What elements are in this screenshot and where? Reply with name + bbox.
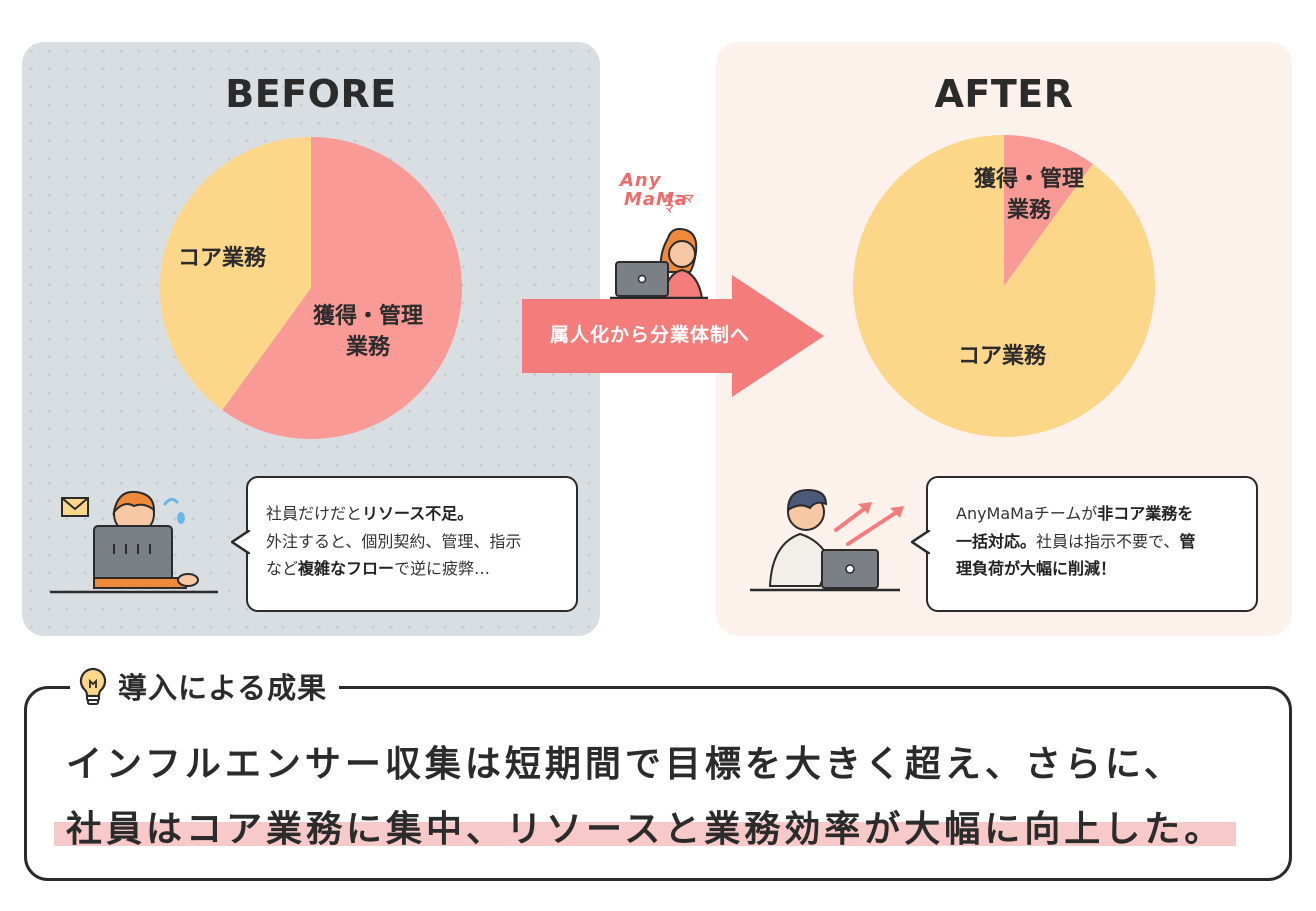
logo-any-text: Any (620, 170, 662, 191)
after-pie-slice-1 (853, 135, 1155, 437)
lightbulb-icon (79, 667, 107, 705)
result-heading: 導入による成果 (70, 664, 340, 708)
before-pie-label-acquisition: 獲得・管理業務 (313, 302, 423, 364)
transition-arrow (522, 275, 824, 397)
after-pie-label-acquisition: 獲得・管理業務 (974, 165, 1084, 227)
before-bubble-text: で逆に疲弊… (394, 559, 491, 579)
after-pie-chart (853, 135, 1155, 437)
before-pie-label-acquisition-text: 獲得・管理業務 (313, 304, 424, 360)
before-speech-bubble: 社員だけだとリソース不足。 外注すると、個別契約、管理、指示 など複雑なフローで… (231, 476, 578, 612)
result-box (24, 686, 1292, 881)
before-pie-slice-0 (222, 137, 462, 439)
result-line-1: インフルエンサー収集は短期間で目標を大きく超え、さらに、 (66, 744, 1184, 785)
before-pie-chart (160, 137, 462, 439)
before-bubble-bold: リソース不足。 (362, 504, 474, 523)
result-highlight-marker (54, 822, 1236, 846)
after-pie-label-acquisition-text: 獲得・管理業務 (974, 167, 1085, 223)
bubble-tail-icon (911, 530, 930, 554)
before-bubble-bold: 複雑なフロー (298, 559, 395, 579)
relaxed-worker-illustration (750, 488, 904, 592)
result-heading-text: 導入による成果 (118, 671, 328, 705)
before-bubble-text: など (266, 559, 299, 579)
after-pie-label-core: コア業務 (958, 344, 1047, 369)
after-pie-slice-0 (1004, 135, 1093, 286)
bubble-tail-icon (231, 530, 250, 554)
before-bubble-text: 外注すると、個別契約、管理、指示 (266, 531, 522, 551)
before-pie-slice-1 (160, 137, 311, 411)
after-bubble-bold: 非コア業務を (1097, 504, 1194, 523)
after-speech-bubble: AnyMaMaチームが非コア業務を 一括対応。社員は指示不要で、管 理負荷が大幅… (911, 476, 1258, 612)
after-bubble-bold: 管 (1179, 531, 1196, 551)
anymama-logo: Any MaMa エニママ (620, 172, 700, 228)
after-bubble-text: AnyMaMaチームが (956, 504, 1098, 523)
transition-arrow-label: 属人化から分業体制へ (549, 324, 750, 346)
stressed-worker-illustration (50, 490, 218, 594)
before-title: BEFORE (225, 72, 397, 116)
mama-worker-illustration (610, 228, 708, 300)
after-bubble-text: 社員は指示不要で、 (1036, 531, 1180, 551)
result-line-2: 社員はコア業務に集中、リソースと業務効率が大幅に向上した。 (66, 809, 1225, 850)
after-title: AFTER (934, 72, 1074, 116)
after-bubble-bold: 一括対応。 (956, 531, 1037, 551)
logo-kana-text: エニママ (664, 194, 694, 215)
before-bubble-text: 社員だけだと (266, 504, 363, 523)
before-pie-label-core: コア業務 (178, 246, 267, 271)
after-bubble-bold: 理負荷が大幅に削減！ (956, 559, 1117, 579)
logo-mama-text: MaMa (624, 189, 689, 210)
